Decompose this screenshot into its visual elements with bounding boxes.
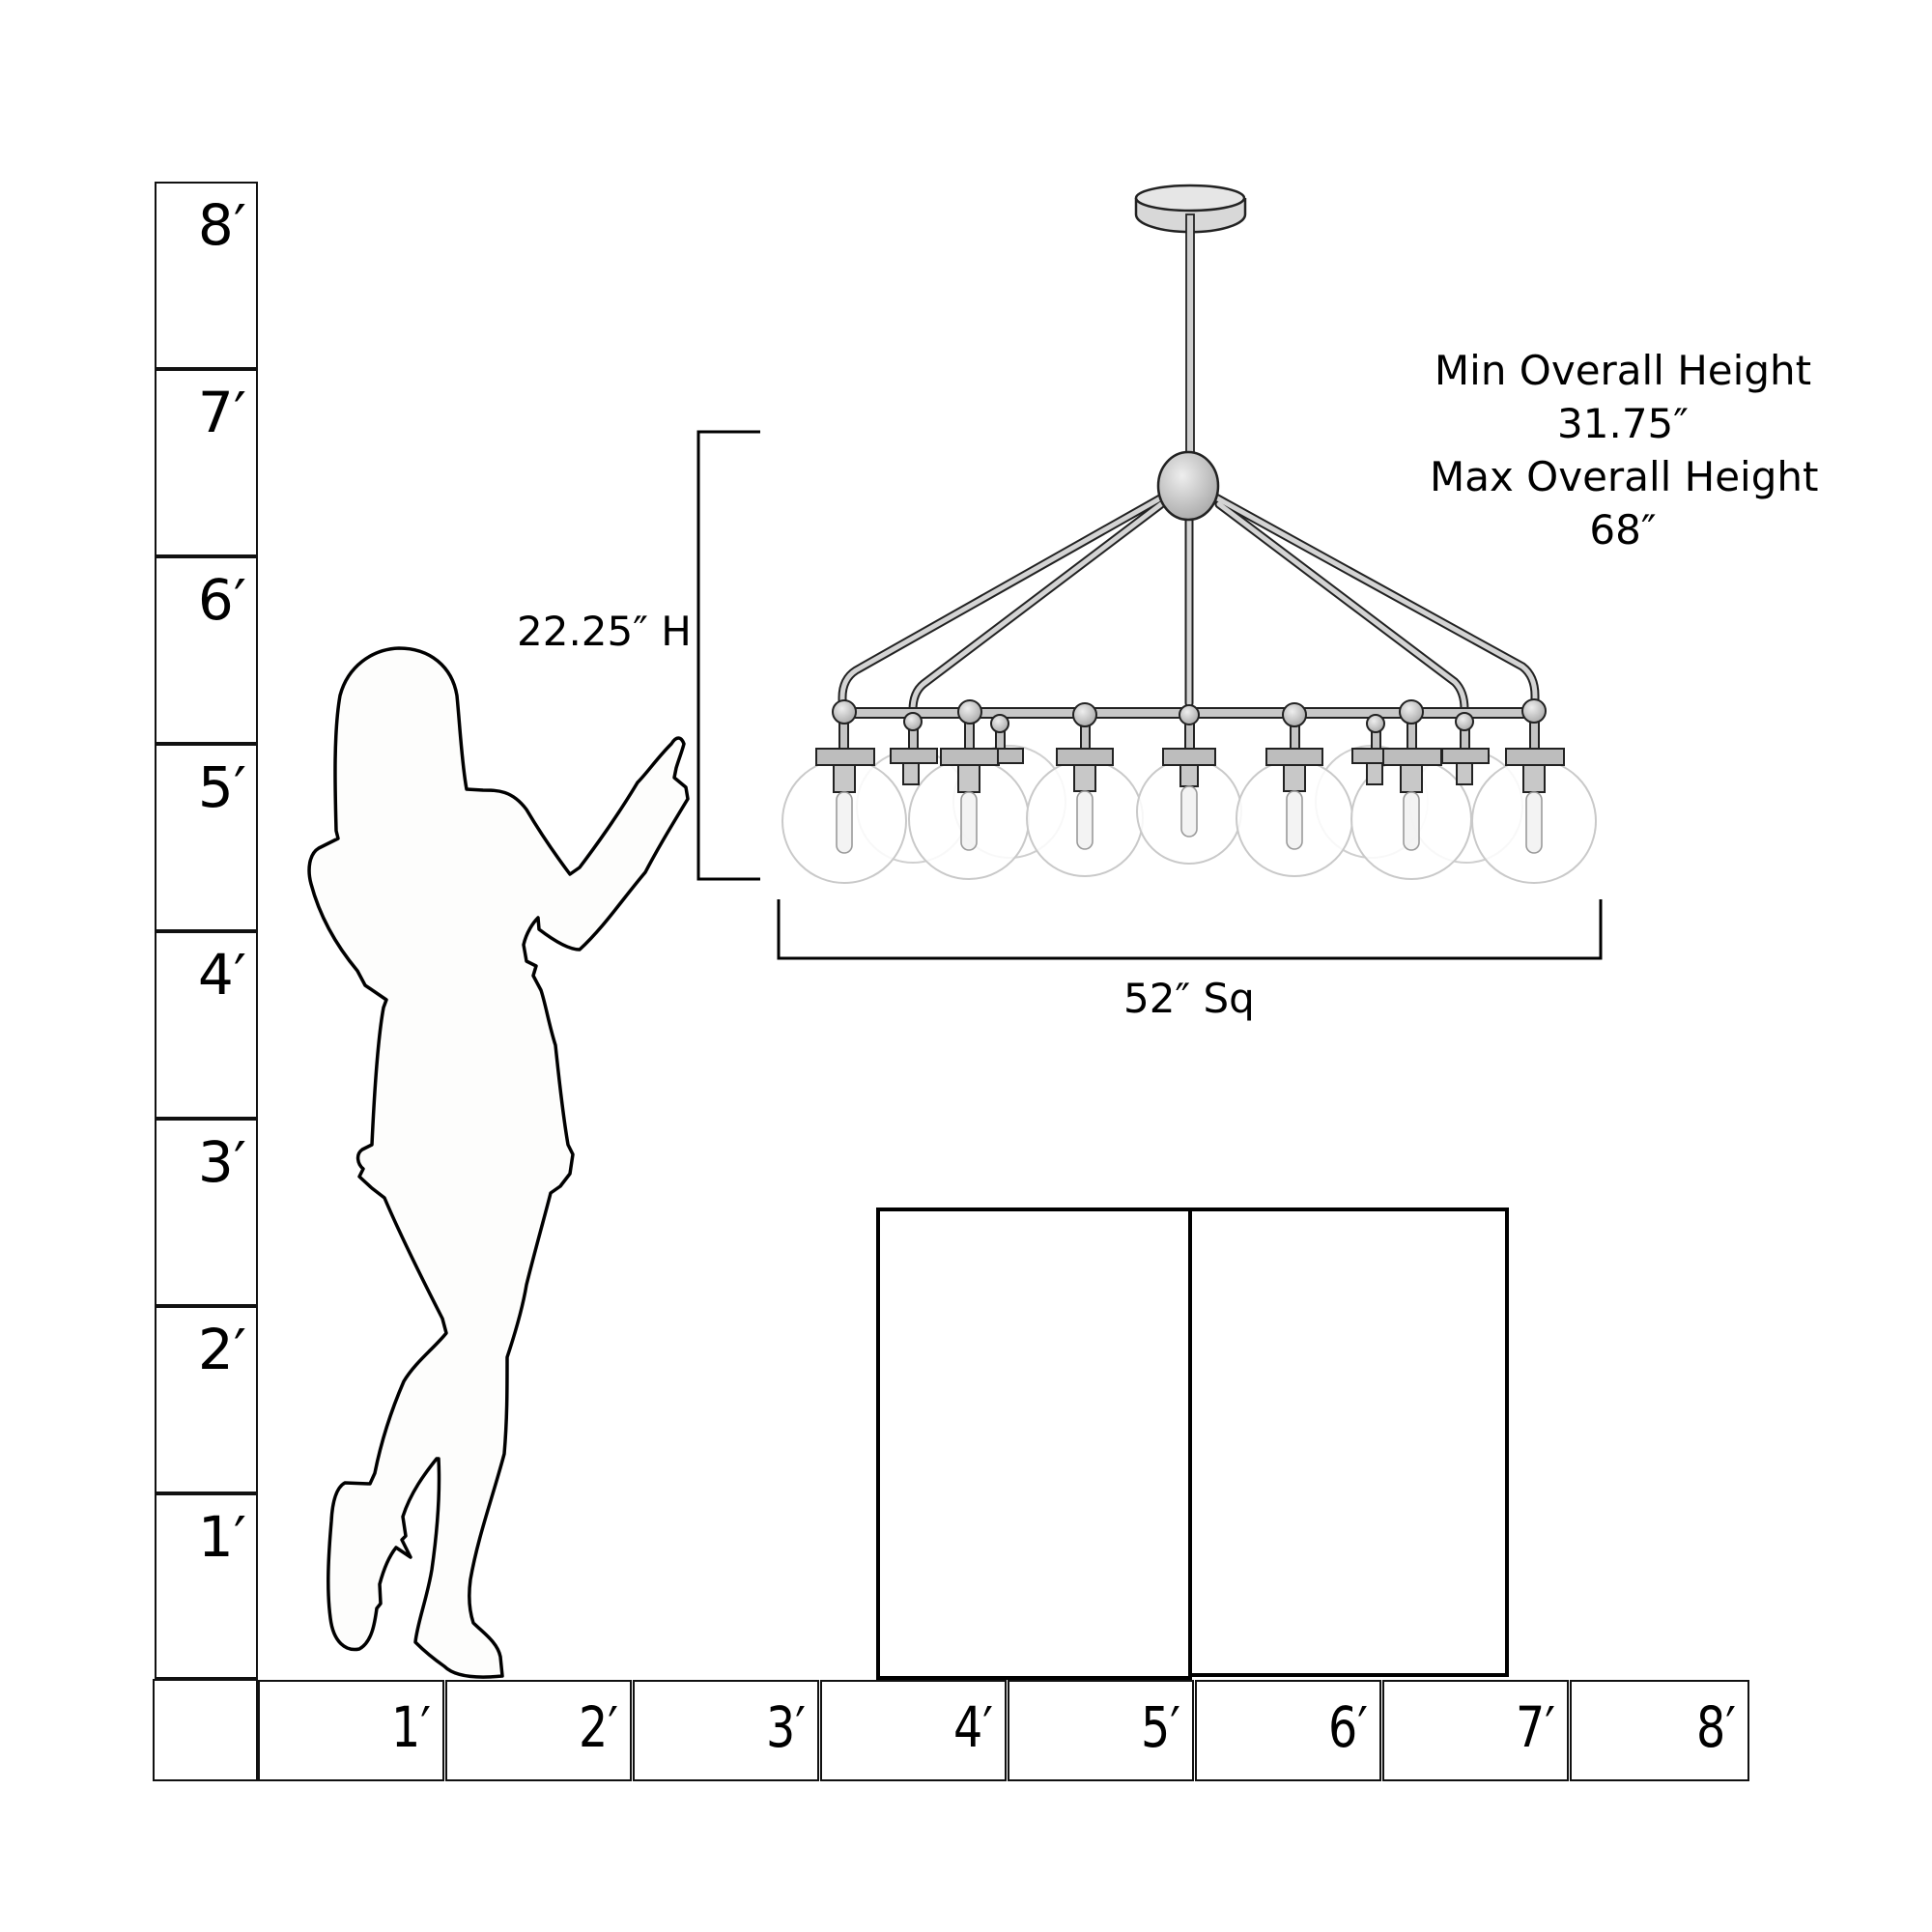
ruler-label: 3′ [765, 1694, 806, 1760]
ruler-label: 2′ [197, 1317, 246, 1382]
cabinet-left-door [876, 1208, 1192, 1680]
height-dimension-bracket [696, 430, 760, 881]
ruler-box-6ft: 6′ [1195, 1680, 1381, 1781]
cabinet-right-door [1188, 1208, 1509, 1677]
ruler-label: 6′ [197, 567, 246, 633]
ruler-box-5ft: 5′ [1008, 1680, 1194, 1781]
min-height-label: Min Overall Height [1434, 347, 1812, 394]
joint-balls-icon [832, 698, 1547, 733]
ruler-box-2ft: 2′ [445, 1680, 632, 1781]
ruler-box-3ft: 3′ [155, 1119, 258, 1306]
overall-height-specs: Min Overall Height 31.75″ Max Overall He… [1430, 344, 1819, 556]
ruler-box-1ft: 1′ [258, 1680, 444, 1781]
ruler-box-4ft: 4′ [155, 931, 258, 1119]
max-height-label: Max Overall Height [1430, 453, 1819, 500]
ruler-box-3ft: 3′ [633, 1680, 819, 1781]
min-height-value: 31.75″ [1557, 400, 1689, 447]
ruler-corner-box [153, 1679, 258, 1781]
ruler-label: 7′ [197, 380, 246, 445]
ruler-box-1ft: 1′ [155, 1493, 258, 1679]
ruler-label: 1′ [390, 1694, 431, 1760]
ruler-label: 8′ [197, 192, 246, 258]
width-dimension-label: 52″ Sq [1123, 975, 1255, 1022]
ruler-box-4ft: 4′ [820, 1680, 1007, 1781]
ruler-label: 7′ [1515, 1694, 1555, 1760]
ruler-label: 6′ [1327, 1694, 1368, 1760]
hub-sphere-icon [1156, 450, 1220, 522]
ruler-label: 8′ [1695, 1694, 1736, 1760]
ruler-label: 3′ [197, 1129, 246, 1195]
ruler-box-7ft: 7′ [155, 369, 258, 556]
downrod-icon [1185, 213, 1195, 459]
ruler-box-2ft: 2′ [155, 1306, 258, 1493]
ruler-box-5ft: 5′ [155, 744, 258, 931]
globe-front-row-icon [781, 748, 1597, 884]
ruler-label: 5′ [197, 754, 246, 820]
max-height-value: 68″ [1589, 506, 1657, 554]
ruler-label: 1′ [197, 1504, 246, 1570]
ruler-label: 4′ [952, 1694, 993, 1760]
ruler-label: 2′ [578, 1694, 618, 1760]
ruler-label: 5′ [1140, 1694, 1180, 1760]
width-dimension-bracket [777, 899, 1603, 960]
height-dimension-label: 22.25″ H [517, 608, 692, 655]
ruler-box-6ft: 6′ [155, 556, 258, 744]
ruler-box-7ft: 7′ [1382, 1680, 1569, 1781]
ruler-label: 4′ [197, 942, 246, 1008]
ruler-box-8ft: 8′ [155, 182, 258, 369]
ruler-box-8ft: 8′ [1570, 1680, 1749, 1781]
